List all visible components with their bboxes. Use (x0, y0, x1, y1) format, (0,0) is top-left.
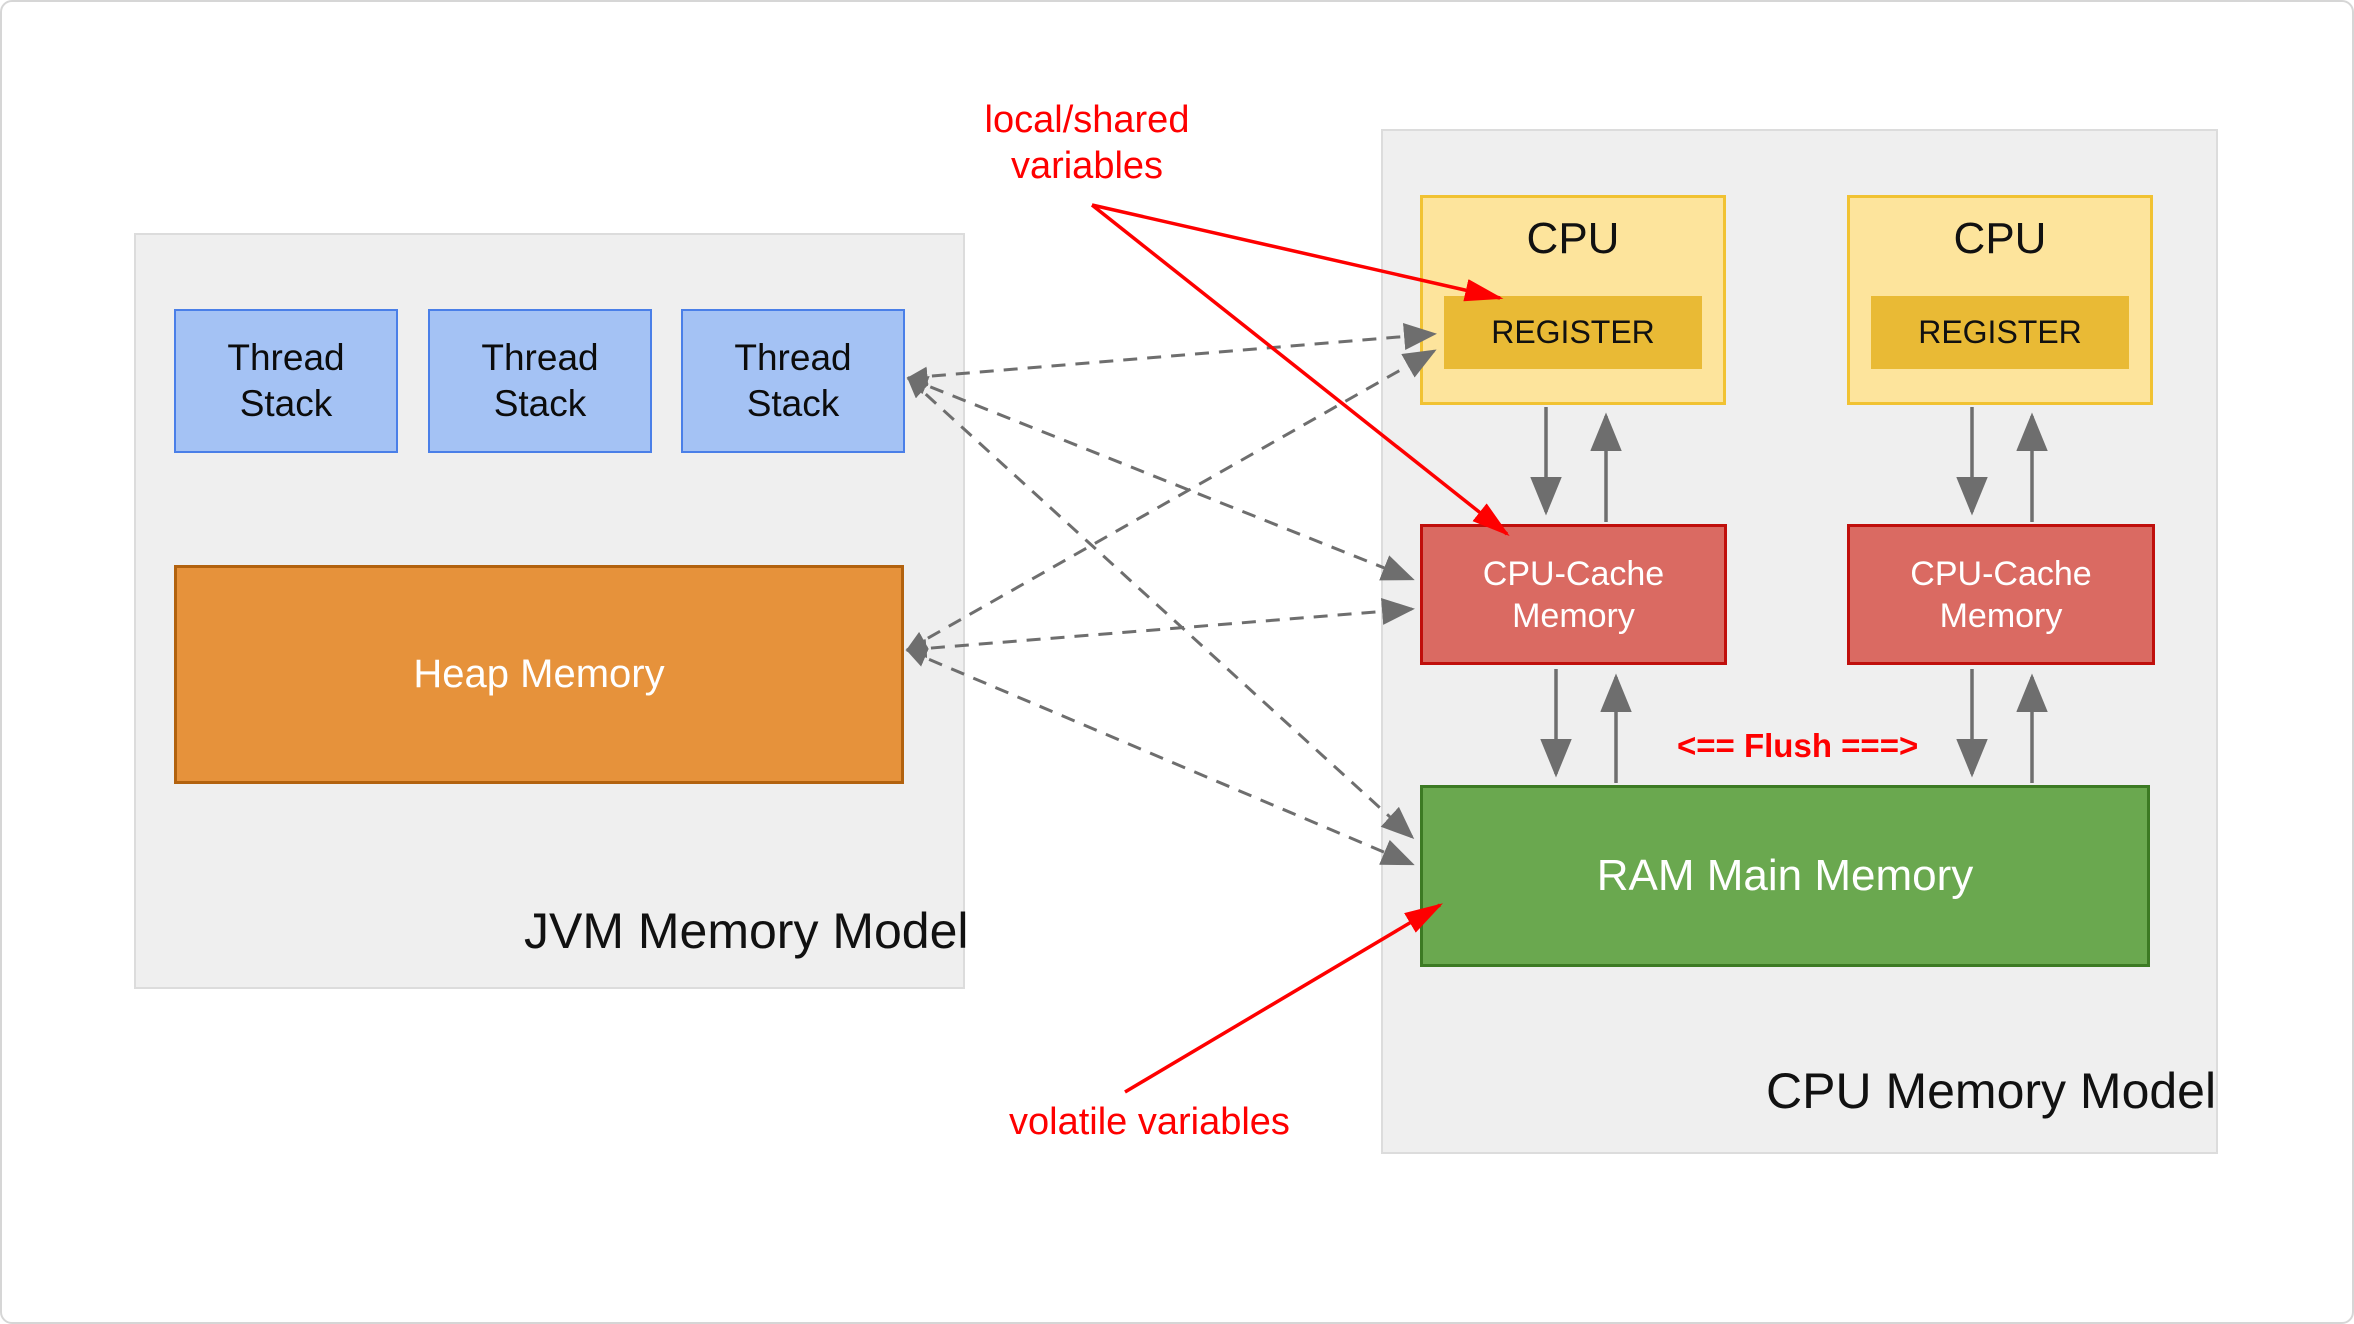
dashed-arrow-thread-cache (906, 376, 1415, 581)
local-shared-variables-annotation: local/shared variables (984, 99, 1190, 187)
register-box-2: REGISTER (1871, 296, 2129, 369)
cpu-cache-label: CPU-Cache Memory (1482, 554, 1665, 635)
cpu-box-2: CPU REGISTER (1847, 195, 2153, 405)
cpu-label: CPU (1953, 214, 2047, 263)
cpu-cache-label: CPU-Cache Memory (1910, 554, 2092, 635)
heap-memory-label: Heap Memory (413, 652, 665, 696)
cpu-cache-box-1: CPU-Cache Memory (1420, 524, 1727, 665)
dashed-arrow-thread-ram (906, 376, 1415, 840)
cpu-panel-title: CPU Memory Model (1766, 1063, 2217, 1119)
dashed-arrow-thread-register (906, 323, 1437, 387)
thread-stack-box-1: Thread Stack (174, 309, 398, 453)
thread-stack-box-3: Thread Stack (681, 309, 905, 453)
thread-stack-label: Thread Stack (481, 337, 599, 424)
thread-stack-label: Thread Stack (227, 337, 345, 424)
dashed-arrow-heap-register (905, 349, 1437, 652)
cpu-label: CPU (1526, 214, 1620, 263)
cpu-box-1: CPU REGISTER (1420, 195, 1726, 405)
heap-memory-box: Heap Memory (174, 565, 904, 784)
register-box-1: REGISTER (1444, 296, 1702, 369)
ram-label: RAM Main Memory (1596, 851, 1974, 900)
thread-stack-box-2: Thread Stack (428, 309, 652, 453)
cpu-cache-box-2: CPU-Cache Memory (1847, 524, 2155, 665)
ram-main-memory-box: RAM Main Memory (1420, 785, 2150, 967)
dashed-arrow-heap-ram (905, 648, 1415, 866)
flush-annotation: <== Flush ===> (1677, 727, 1919, 764)
jvm-panel-title: JVM Memory Model (524, 903, 969, 959)
register-label: REGISTER (1491, 314, 1655, 350)
dashed-arrow-heap-cache (905, 597, 1415, 659)
register-label: REGISTER (1918, 314, 2082, 350)
volatile-variables-annotation: volatile variables (1009, 1101, 1290, 1143)
thread-stack-label: Thread Stack (734, 337, 852, 424)
